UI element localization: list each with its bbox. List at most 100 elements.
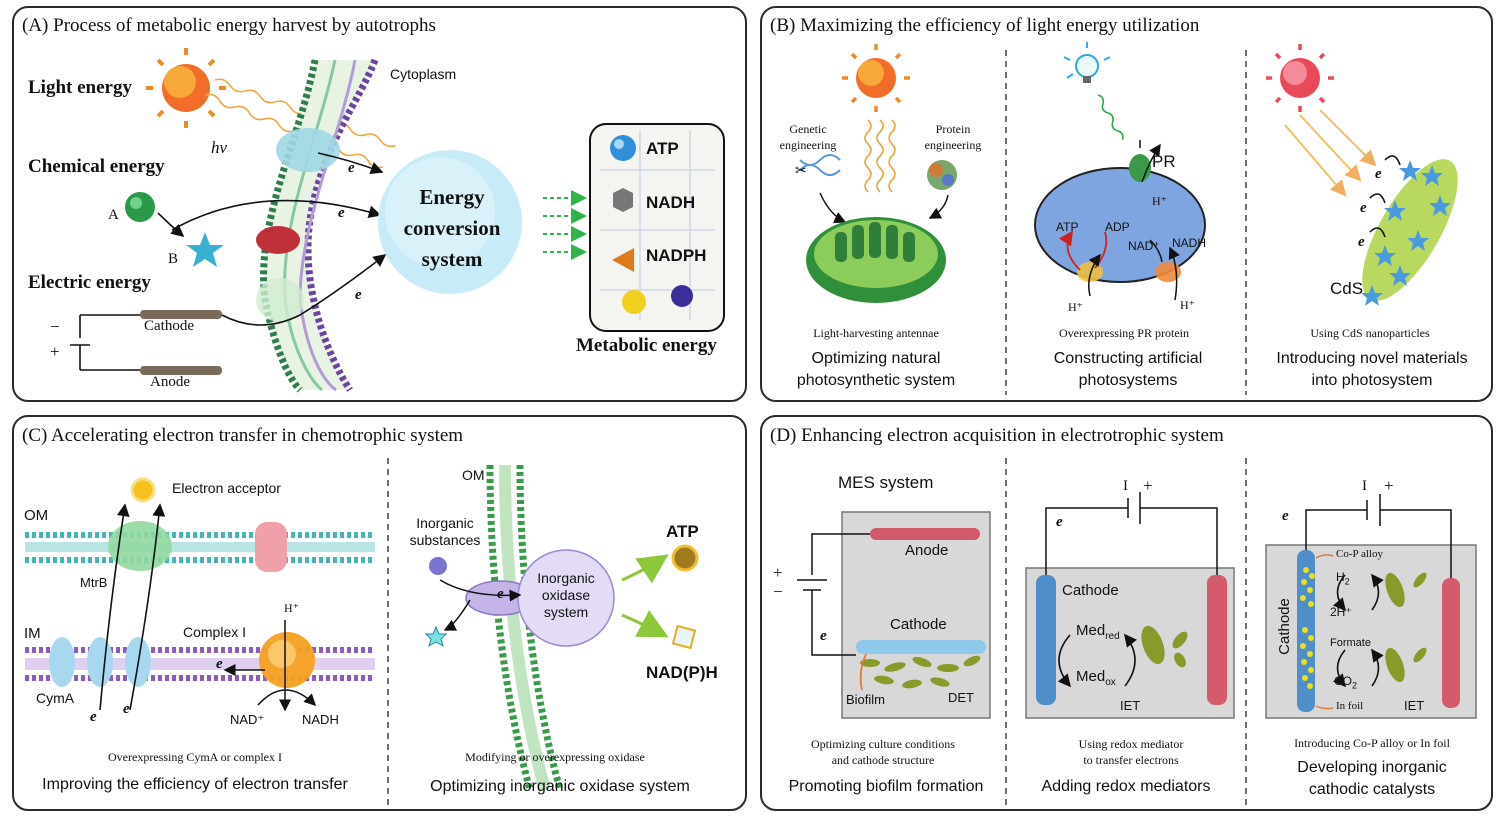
oxidase-system-label: Inorganic oxidase system [526, 570, 606, 621]
col3-b-line-a: Introducing novel materials [1276, 350, 1468, 367]
panel-b-title: (B) Maximizing the efficiency of light e… [770, 15, 1200, 36]
electron-c-mid: e [216, 656, 223, 672]
im-membrane [25, 647, 375, 681]
using-cds-label: Using CdS nanoparticles [1310, 326, 1430, 340]
iet1-label: IET [1120, 698, 1141, 713]
col3-d-line-b: cathodic catalysts [1308, 781, 1436, 798]
col2-b-line-b: photosystems [1078, 372, 1178, 389]
col1-d-heading: Promoting biofilm formation [788, 778, 984, 795]
energy-conversion-label: Energy conversion system [382, 182, 522, 275]
col3-b-heading: Introducing novel materials into photosy… [1262, 348, 1482, 392]
electron-d-2: e [1056, 514, 1063, 530]
electron-b-3: e [1358, 234, 1365, 250]
biofilm-label: Biofilm [846, 692, 886, 707]
h-plus-c-label: H⁺ [284, 601, 299, 615]
nadph-c-label: NAD(P)H [646, 663, 718, 682]
battery-plus-3: + [1384, 476, 1394, 495]
twoh-label: 2H⁺ [1330, 605, 1352, 619]
battery-plus-2: + [1143, 476, 1153, 495]
electron-label-3: e [355, 287, 362, 303]
cathode-label: Cathode [144, 318, 194, 334]
panel-c [12, 415, 747, 811]
electron-b-2: e [1360, 200, 1367, 216]
co2-label: CO2 [1334, 674, 1357, 690]
panel-a-title: (A) Process of metabolic energy harvest … [22, 15, 436, 36]
electron-c-1: e [90, 709, 97, 725]
atp-c-label: ATP [666, 522, 699, 541]
om-label: OM [24, 507, 49, 524]
engineering-line-2: engineering [924, 138, 982, 152]
inorganic-substances-label: Inorganic substances [400, 515, 490, 549]
med-ox-label: Medox [1076, 668, 1116, 688]
anode-label: Anode [150, 374, 190, 390]
mes-system-label: MES system [838, 473, 934, 492]
sub1-d-line-a: Optimizing culture conditions [811, 737, 955, 751]
plus-label: + [50, 342, 60, 361]
col2-b-heading: Constructing artificial photosystems [1030, 348, 1226, 392]
h-plus-right-label: H⁺ [1180, 298, 1195, 312]
oxidase-line-2: oxidase [541, 587, 591, 603]
med-ox-text: Med [1076, 668, 1106, 685]
om2-label: OM [462, 467, 485, 483]
cathode-d3-label: Cathode [1275, 598, 1293, 655]
h2-text: H [1336, 570, 1345, 584]
co2-text: CO [1334, 674, 1352, 688]
protein-line: Protein [935, 122, 971, 136]
h2-subscript: 2 [1344, 576, 1350, 587]
label-b: B [168, 251, 179, 267]
det-label: DET [948, 690, 974, 705]
col3-d-heading: Developing inorganic cathodic catalysts [1262, 757, 1482, 801]
sub1-d-line-b: and cathode structure [831, 753, 935, 767]
antennae-label: Light-harvesting antennae [813, 326, 939, 340]
col2-b-line-a: Constructing artificial [1053, 350, 1203, 367]
oxidase-line-1: Inorganic [537, 570, 595, 586]
adp-b-label: ADP [1105, 220, 1130, 234]
anode-d-label: Anode [905, 542, 949, 559]
complex1-label: Complex I [183, 624, 247, 640]
electron-label-2: e [338, 205, 345, 221]
cyma-label: CymA [36, 690, 75, 706]
engineering-line-1: engineering [779, 138, 837, 152]
optimizing-oxidase-heading: Optimizing inorganic oxidase system [430, 778, 690, 795]
col2-d-heading: Adding redox mediators [1041, 778, 1211, 795]
atp-b-label: ATP [1056, 220, 1079, 234]
copalloy-label: Co-P alloy [1336, 548, 1383, 560]
nadh-label: NADH [646, 193, 696, 212]
inorganic-substances-line-2: substances [409, 532, 481, 548]
cathode-d2-label: Cathode [1062, 582, 1119, 599]
cds-label: CdS [1330, 279, 1364, 298]
label-a: A [108, 207, 119, 223]
electron-d-3: e [1282, 508, 1289, 524]
infoil-label: In foil [1336, 700, 1364, 712]
nadh-c-label: NADH [302, 712, 339, 727]
electric-energy-label: Electric energy [28, 272, 151, 293]
overexpressing-pr-label: Overexpressing PR protein [1059, 326, 1189, 340]
col3-b-line-b: into photosystem [1311, 372, 1433, 389]
protein-engineering-label: Protein engineering [918, 121, 988, 153]
med-red-subscript: red [1105, 631, 1120, 642]
med-red-text: Med [1076, 622, 1106, 639]
h-plus-top-label: H⁺ [1152, 194, 1167, 208]
col1-b-heading: Optimizing natural photosynthetic system [790, 348, 962, 392]
electron-c-right: e [497, 586, 504, 602]
improving-heading: Improving the efficiency of electron tra… [42, 776, 348, 793]
electron-c-2: e [123, 701, 130, 717]
scissors-icon: ✂ [795, 164, 807, 179]
co2-subscript: 2 [1352, 680, 1358, 691]
h-plus-left-label: H⁺ [1068, 300, 1083, 314]
energy-conversion-line-1: Energy [419, 185, 485, 209]
nadh-b-label: NADH [1172, 236, 1207, 250]
electron-b-1: e [1375, 166, 1382, 182]
genetic-engineering-label: Genetic engineering [775, 121, 841, 153]
battery-minus-2: I [1123, 478, 1128, 494]
inorganic-substances-line-1: Inorganic [416, 515, 474, 531]
electron-d-1: e [820, 628, 827, 644]
sub3-d-label: Introducing Co-P alloy or In foil [1294, 736, 1450, 750]
sub2-d-line-a: Using redox mediator [1078, 737, 1184, 751]
minus-label: − [50, 317, 60, 336]
med-red-label: Medred [1076, 622, 1120, 642]
electron-acceptor-label: Electron acceptor [172, 480, 281, 496]
energy-conversion-line-2: conversion [403, 216, 501, 240]
